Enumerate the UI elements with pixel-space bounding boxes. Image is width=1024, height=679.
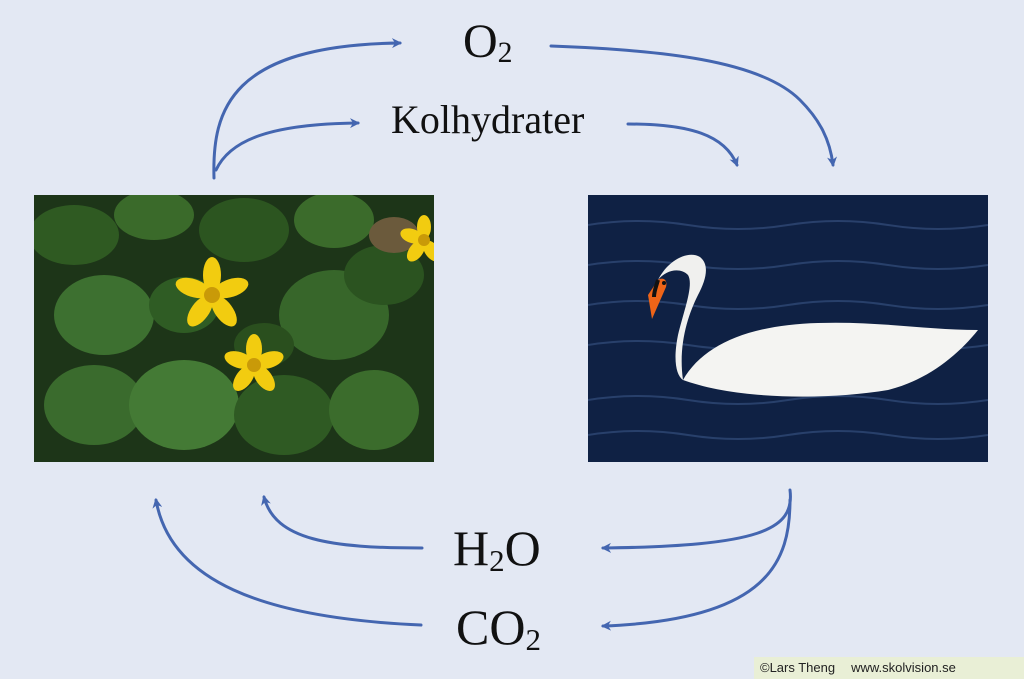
arrow-plant-to-o2 [212,38,402,180]
arrow-h2o-to-plant [261,495,424,550]
arrow-plant-to-carbohydrates [214,118,360,172]
website-credit: www.skolvision.se [851,660,956,675]
co2-label: CO2 [456,599,541,657]
plant-photo [34,195,434,462]
swan [648,254,978,397]
swan-photo [588,195,988,462]
leaves [34,195,424,455]
author-credit: ©Lars Theng [760,660,836,675]
arrow-co2-to-plant [152,498,423,627]
arrow-swan-to-co2 [601,498,792,631]
h2o-label: H2O [453,520,541,578]
arrow-carbohydrates-to-swan [626,122,739,167]
yellow-flower [400,215,434,262]
arrow-o2-to-swan [549,44,838,167]
yellow-flower [175,257,249,327]
o2-label: O2 [463,15,513,70]
yellow-flower [224,334,284,392]
carbohydrates-label: Kolhydrater [391,97,585,142]
arrow-swan-to-h2o [601,488,792,553]
credit-bar: ©Lars Theng www.skolvision.se [754,657,1024,679]
